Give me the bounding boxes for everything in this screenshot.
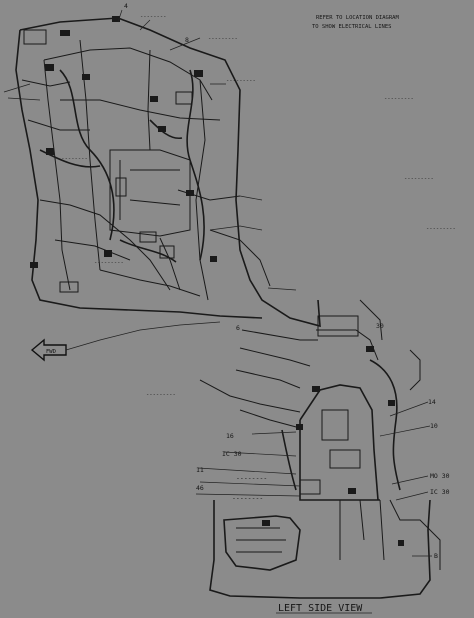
label-top-right: 8 — [185, 36, 189, 44]
label-ic30-left: IC 30 — [222, 450, 242, 458]
label-top-cluster: -------- — [140, 14, 167, 20]
label-46: 46 — [196, 484, 204, 492]
callout-left-b: --------- — [94, 260, 124, 266]
view-title: LEFT SIDE VIEW — [278, 603, 363, 614]
header-note-line-1: REFER TO LOCATION DIAGRAM — [316, 15, 399, 21]
callout-left-a: --------- — [58, 156, 88, 162]
callout-mid-right-a: --------- — [384, 96, 414, 102]
callout-lower-left: --------- — [146, 392, 176, 398]
fwd-arrow: FWD — [30, 338, 67, 362]
callout-mid-right-c: --------- — [426, 226, 456, 232]
label-10: 10 — [430, 422, 438, 430]
label-6: 6 — [236, 324, 240, 332]
lower-assembly — [199, 299, 441, 599]
label-top-number: 4 — [124, 2, 128, 10]
label-bottom-a: -------- — [236, 474, 267, 482]
label-mo30: MO 30 — [430, 472, 450, 480]
callout-mid-right-b: --------- — [404, 176, 434, 182]
label-16: 16 — [226, 432, 234, 440]
label-ic30-right: IC 30 — [430, 488, 450, 496]
label-14: 14 — [428, 398, 436, 406]
fwd-label: FWD — [46, 349, 56, 355]
callout-b: --------- — [226, 78, 256, 84]
header-note-line-2: TO SHOW ELECTRICAL LINES — [312, 24, 391, 30]
label-bottom-b: -------- — [232, 494, 263, 502]
label-30: 30 — [376, 322, 384, 330]
upper-assembly — [15, 16, 321, 328]
callout-a: --------- — [208, 36, 238, 42]
label-b: B — [434, 552, 438, 560]
label-11: 11 — [196, 466, 204, 474]
